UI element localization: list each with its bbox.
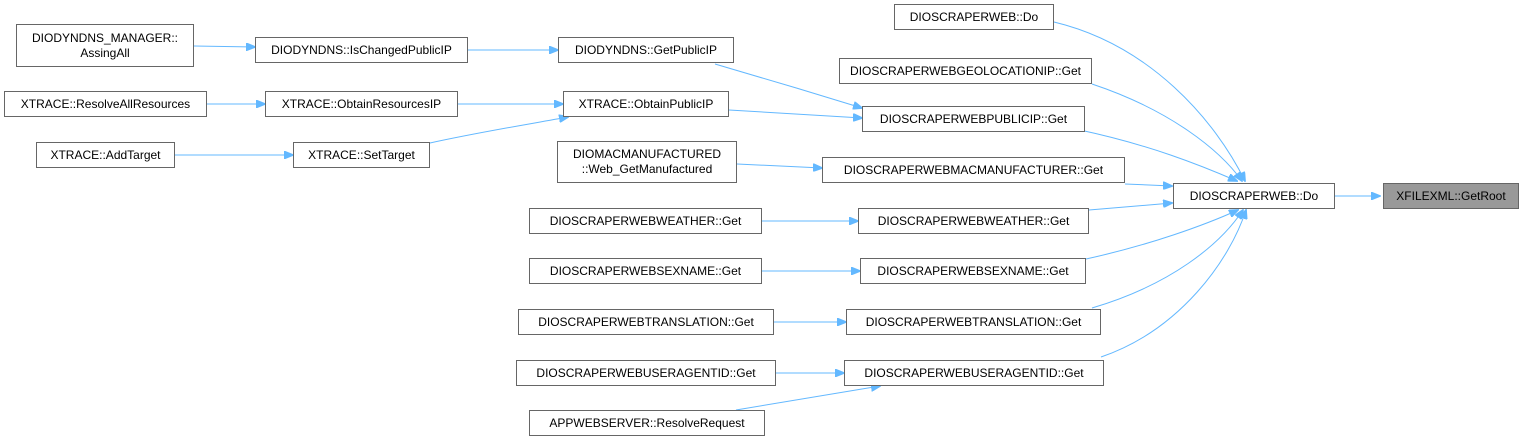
node-label: DIOSCRAPERWEBUSERAGENTID::Get xyxy=(536,365,756,380)
node-label-line1: DIODYNDNS_MANAGER:: xyxy=(31,30,179,45)
node-label-line2: AssingAll xyxy=(80,45,130,60)
node-label: APPWEBSERVER::ResolveRequest xyxy=(549,415,745,430)
edge-sexname-to-do xyxy=(1085,210,1238,260)
node-label: DIOSCRAPERWEB::Do xyxy=(909,9,1039,24)
edge-translation-to-do xyxy=(1091,210,1243,309)
node-xtrace-obtainpublicip[interactable]: XTRACE::ObtainPublicIP xyxy=(563,91,729,117)
node-xtrace-resolveallresources[interactable]: XTRACE::ResolveAllResources xyxy=(4,91,207,117)
node-label: DIOSCRAPERWEBTRANSLATION::Get xyxy=(865,314,1082,329)
node-xtrace-settarget[interactable]: XTRACE::SetTarget xyxy=(293,142,430,168)
node-dioscraperweb-do-main[interactable]: DIOSCRAPERWEB::Do xyxy=(1173,183,1335,209)
node-sexname-get[interactable]: DIOSCRAPERWEBSEXNAME::Get xyxy=(860,258,1086,284)
node-label: DIOSCRAPERWEB::Do xyxy=(1189,188,1319,203)
node-label-line2: ::Web_GetManufactured xyxy=(581,162,713,176)
node-weather-get[interactable]: DIOSCRAPERWEBWEATHER::Get xyxy=(858,208,1089,234)
node-label: DIODYNDNS::IsChangedPublicIP xyxy=(271,42,452,57)
node-translation-get[interactable]: DIOSCRAPERWEBTRANSLATION::Get xyxy=(846,309,1101,335)
node-diomacmanufactured-web-getmanufactured[interactable]: DIOMACMANUFACTURED ::Web_GetManufactured xyxy=(557,141,737,183)
node-xtrace-addtarget[interactable]: XTRACE::AddTarget xyxy=(36,142,175,168)
edge-publicip-to-do xyxy=(1079,129,1237,181)
node-xtrace-obtainresourcesip[interactable]: XTRACE::ObtainResourcesIP xyxy=(265,91,458,117)
edge-manager-to-ischangedpublicip xyxy=(193,46,255,47)
node-useragentid-get[interactable]: DIOSCRAPERWEBUSERAGENTID::Get xyxy=(844,360,1104,386)
node-appwebserver-resolverequest[interactable]: APPWEBSERVER::ResolveRequest xyxy=(529,410,765,436)
node-translation-get-left[interactable]: DIOSCRAPERWEBTRANSLATION::Get xyxy=(518,309,774,335)
node-label: DIOSCRAPERWEBMACMANUFACTURER::Get xyxy=(843,162,1104,177)
node-label: DIOSCRAPERWEBSEXNAME::Get xyxy=(877,263,1069,278)
edge-weather-to-do xyxy=(1088,203,1172,211)
edge-xtrace-obtainpublicip-to-publicip xyxy=(728,109,862,118)
node-macmanufacturer-get[interactable]: DIOSCRAPERWEBMACMANUFACTURER::Get xyxy=(822,157,1125,183)
node-label: DIOSCRAPERWEBWEATHER::Get xyxy=(877,213,1070,228)
node-label: DIOSCRAPERWEBGEOLOCATIONIP::Get xyxy=(850,63,1081,78)
node-dioscraperweb-do-top[interactable]: DIOSCRAPERWEB::Do xyxy=(894,4,1054,30)
node-label: XFILEXML::GetRoot xyxy=(1396,188,1506,203)
node-label: XTRACE::ObtainResourcesIP xyxy=(281,96,442,111)
edge-do-top-to-do xyxy=(1053,21,1245,181)
node-label: DIOSCRAPERWEBPUBLICIP::Get xyxy=(879,111,1068,126)
node-geolocationip-get[interactable]: DIOSCRAPERWEBGEOLOCATIONIP::Get xyxy=(839,58,1092,84)
node-useragentid-get-left[interactable]: DIOSCRAPERWEBUSERAGENTID::Get xyxy=(516,360,776,386)
node-label: DIOSCRAPERWEBSEXNAME::Get xyxy=(549,263,742,278)
edge-settarget-to-obtainpublicip xyxy=(429,117,568,144)
node-label-line1: DIOMACMANUFACTURED xyxy=(572,147,721,161)
node-label: XTRACE::ResolveAllResources xyxy=(20,96,191,111)
node-xfilexml-getroot: XFILEXML::GetRoot xyxy=(1383,183,1519,209)
edge-appwebserver-to-useragentid xyxy=(735,386,880,411)
node-diodyndns-ischangedpublicip[interactable]: DIODYNDNS::IsChangedPublicIP xyxy=(255,37,468,63)
node-label: XTRACE::ObtainPublicIP xyxy=(578,96,714,111)
node-weather-get-left[interactable]: DIOSCRAPERWEBWEATHER::Get xyxy=(529,208,762,234)
edge-macmanufacturer-to-do xyxy=(1124,184,1172,186)
edge-diodyndns-getpublicip-to-publicip xyxy=(714,63,862,108)
edge-diomacmanufactured-to-macmanufacturer xyxy=(736,163,822,168)
edge-geolocation-to-do xyxy=(1091,83,1242,181)
node-label: DIODYNDNS::GetPublicIP xyxy=(574,42,718,57)
node-label: DIOSCRAPERWEBTRANSLATION::Get xyxy=(538,314,754,329)
node-label: DIOSCRAPERWEBUSERAGENTID::Get xyxy=(864,365,1084,380)
node-diodyndns-manager-assingall[interactable]: DIODYNDNS_MANAGER:: AssingAll xyxy=(16,24,194,67)
node-label: DIOSCRAPERWEBWEATHER::Get xyxy=(549,213,742,228)
edge-useragentid-to-do xyxy=(1100,210,1246,358)
node-publicip-get[interactable]: DIOSCRAPERWEBPUBLICIP::Get xyxy=(862,106,1085,132)
node-sexname-get-left[interactable]: DIOSCRAPERWEBSEXNAME::Get xyxy=(529,258,762,284)
node-label: XTRACE::SetTarget xyxy=(308,147,415,162)
node-label: XTRACE::AddTarget xyxy=(50,147,161,162)
node-diodyndns-getpublicip[interactable]: DIODYNDNS::GetPublicIP xyxy=(558,37,734,63)
